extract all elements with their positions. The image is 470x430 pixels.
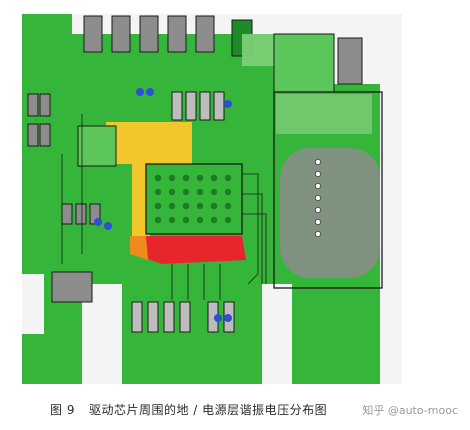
board-gap-top: [72, 14, 302, 34]
caption-bar: 图 9 驱动芯片周围的地 / 电源层谐振电压分布图 知乎 @auto-mooc: [0, 398, 470, 422]
chip-via: [210, 174, 218, 182]
chip-via: [182, 202, 190, 210]
right-module-core: [280, 148, 380, 278]
chip-via: [210, 188, 218, 196]
chip-via: [168, 216, 176, 224]
watermark: 知乎 @auto-mooc: [362, 404, 458, 417]
chip-vias: [154, 174, 232, 224]
high-voltage-region: [130, 236, 246, 264]
pcb-resonance-map: [22, 14, 402, 384]
module-via: [315, 231, 321, 237]
board-gap-left: [22, 274, 44, 334]
chip-via: [196, 174, 204, 182]
chip-via: [182, 216, 190, 224]
module-via: [315, 183, 321, 189]
chip-via: [196, 188, 204, 196]
module-via: [315, 207, 321, 213]
module-via: [315, 171, 321, 177]
figure-number: 图 9: [50, 403, 75, 417]
high-voltage-orange: [130, 236, 148, 260]
right-module-top: [276, 94, 372, 134]
left-components: [27, 93, 101, 303]
pcb-layout-diagram: [22, 14, 402, 384]
chip-via: [154, 188, 162, 196]
chip-via: [154, 216, 162, 224]
traces: [61, 114, 267, 300]
module-vias: [315, 159, 321, 237]
chip-via: [182, 188, 190, 196]
chip-via: [168, 202, 176, 210]
chip-via: [210, 202, 218, 210]
module-via: [315, 195, 321, 201]
chip-via: [224, 202, 232, 210]
top-connector-pads: [83, 15, 253, 57]
chip-via: [196, 202, 204, 210]
chip-via: [168, 188, 176, 196]
module-via: [315, 219, 321, 225]
chip-via: [196, 216, 204, 224]
yellow-square: [77, 125, 117, 167]
chip-via: [154, 174, 162, 182]
board-gap-right: [380, 14, 402, 384]
top-right-pad: [337, 37, 363, 85]
figure-caption: 图 9 驱动芯片周围的地 / 电源层谐振电压分布图: [50, 401, 327, 418]
chip-via: [224, 188, 232, 196]
chip-via: [182, 174, 190, 182]
chip-via: [224, 174, 232, 182]
chip-via: [224, 216, 232, 224]
blue-vias: [94, 88, 232, 322]
driver-chip: [145, 163, 243, 235]
right-module-outline: [273, 91, 383, 289]
upper-pad-row: [171, 91, 225, 121]
figure-caption-text: 驱动芯片周围的地 / 电源层谐振电压分布图: [88, 403, 328, 417]
board-gap-bottom-mid: [262, 284, 292, 384]
chip-via: [168, 174, 176, 182]
top-right-box: [273, 33, 335, 93]
module-via: [315, 159, 321, 165]
chip-via: [210, 216, 218, 224]
chip-via: [154, 202, 162, 210]
